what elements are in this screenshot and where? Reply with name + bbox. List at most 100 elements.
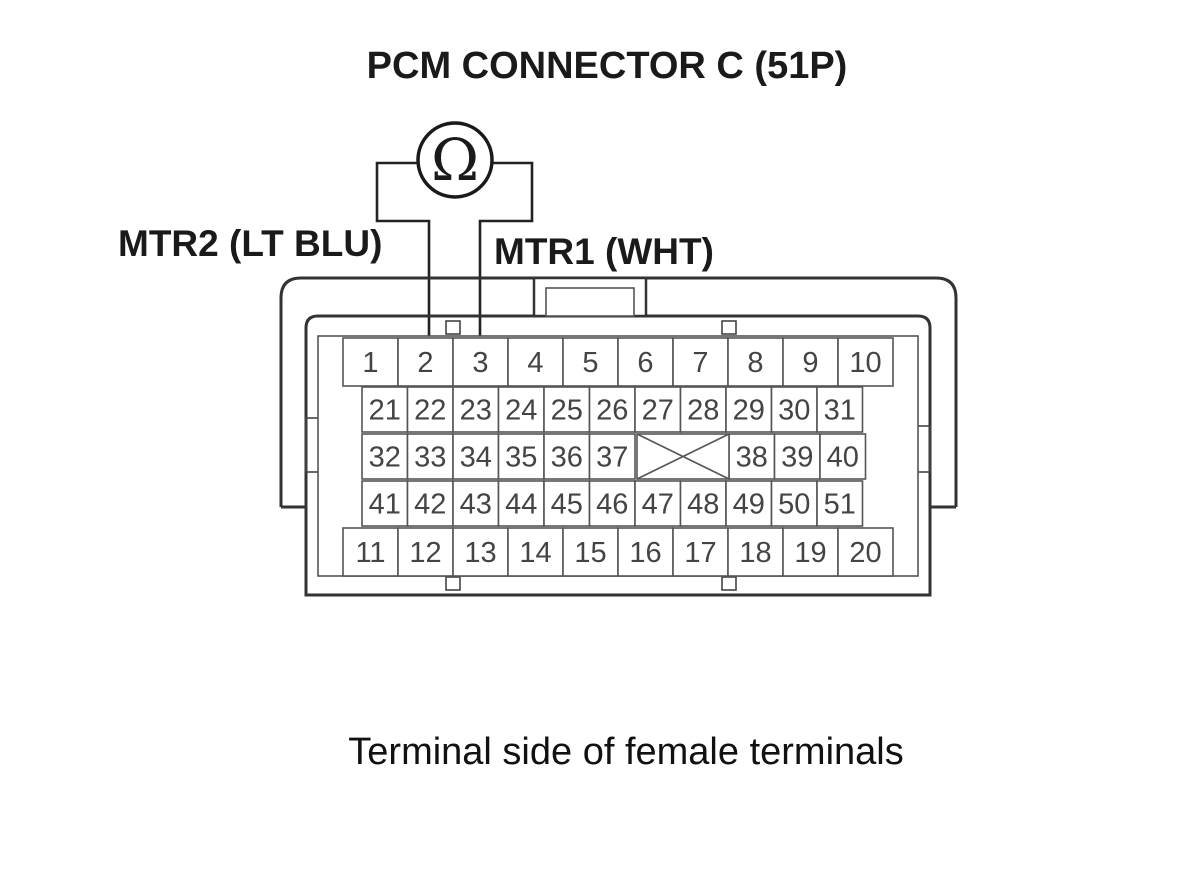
terminal-23: 23	[452, 386, 500, 433]
terminal-number: 6	[637, 347, 653, 379]
terminal-cavity	[679, 480, 727, 527]
terminal-25: 25	[543, 386, 591, 433]
terminal-number: 38	[736, 442, 768, 474]
terminal-51: 51	[816, 480, 864, 527]
key-tab-bottom-right	[721, 576, 737, 591]
terminal-13: 13	[452, 527, 509, 577]
probe-label-mtr2: MTR2 (LT BLU)	[118, 223, 382, 264]
terminal-number: 17	[684, 537, 716, 569]
terminal-number: 37	[596, 442, 628, 474]
terminal-number: 8	[747, 347, 763, 379]
terminal-number: 42	[414, 489, 446, 521]
terminal-cavity	[725, 386, 773, 433]
terminal-4: 4	[507, 337, 564, 387]
terminal-38: 38	[728, 433, 776, 480]
terminal-cavity	[728, 433, 776, 480]
terminal-26: 26	[588, 386, 636, 433]
terminal-number: 35	[505, 442, 537, 474]
terminal-43: 43	[452, 480, 500, 527]
terminal-number: 49	[733, 489, 765, 521]
key-tab-bottom-left	[445, 576, 461, 591]
terminal-cavity	[634, 386, 682, 433]
terminal-cavity	[406, 433, 454, 480]
terminal-number: 44	[505, 489, 537, 521]
terminal-number: 26	[596, 395, 628, 427]
terminal-number: 16	[629, 537, 661, 569]
terminal-6: 6	[617, 337, 674, 387]
terminal-number: 48	[687, 489, 719, 521]
terminal-14: 14	[507, 527, 564, 577]
terminal-number: 1	[362, 347, 378, 379]
terminal-28: 28	[679, 386, 727, 433]
terminal-number: 27	[642, 395, 674, 427]
terminal-cavity	[543, 433, 591, 480]
terminal-cavity	[819, 433, 867, 480]
housing-inner	[304, 314, 932, 597]
terminal-number: 3	[472, 347, 488, 379]
terminal-number: 20	[849, 537, 881, 569]
terminal-number: 18	[739, 537, 771, 569]
terminal-cavity	[770, 480, 818, 527]
terminal-24: 24	[497, 386, 545, 433]
terminal-number: 4	[527, 347, 543, 379]
terminal-42: 42	[406, 480, 454, 527]
terminal-cavity	[497, 386, 545, 433]
terminal-15: 15	[562, 527, 619, 577]
terminal-11: 11	[342, 527, 399, 577]
terminal-number: 30	[778, 395, 810, 427]
terminal-29: 29	[725, 386, 773, 433]
terminal-cavity	[672, 337, 729, 387]
terminal-cavity	[507, 337, 564, 387]
terminal-number: 46	[596, 489, 628, 521]
terminal-cavity	[588, 433, 636, 480]
terminal-cavity	[770, 386, 818, 433]
terminal-40: 40	[819, 433, 867, 480]
key-tab-top-left	[445, 320, 461, 335]
terminal-cavity	[361, 386, 409, 433]
terminal-22: 22	[406, 386, 454, 433]
terminal-5: 5	[562, 337, 619, 387]
terminal-number: 41	[369, 489, 401, 521]
terminal-3: 3	[452, 337, 509, 387]
terminal-number: 32	[369, 442, 401, 474]
terminal-45: 45	[543, 480, 591, 527]
terminal-46: 46	[588, 480, 636, 527]
terminal-number: 22	[414, 395, 446, 427]
terminal-2: 2	[397, 337, 454, 387]
terminal-10: 10	[837, 337, 894, 387]
terminal-16: 16	[617, 527, 674, 577]
terminal-34: 34	[452, 433, 500, 480]
terminal-number: 51	[824, 489, 856, 521]
terminal-17: 17	[672, 527, 729, 577]
terminal-number: 34	[460, 442, 492, 474]
terminal-1: 1	[342, 337, 399, 387]
terminal-30: 30	[770, 386, 818, 433]
terminal-cavity	[342, 527, 399, 577]
terminal-49: 49	[725, 480, 773, 527]
terminal-number: 15	[574, 537, 606, 569]
blank-cavity	[636, 433, 730, 480]
terminal-number: 39	[781, 442, 813, 474]
terminal-cavity	[397, 337, 454, 387]
terminal-cavity	[562, 337, 619, 387]
terminal-39: 39	[773, 433, 821, 480]
terminal-number: 40	[827, 442, 859, 474]
terminal-cavity	[397, 527, 454, 577]
terminal-cavity	[406, 386, 454, 433]
terminal-41: 41	[361, 480, 409, 527]
terminal-47: 47	[634, 480, 682, 527]
terminal-number: 14	[519, 537, 551, 569]
terminal-20: 20	[837, 527, 894, 577]
terminal-27: 27	[634, 386, 682, 433]
diagram-caption: Terminal side of female terminals	[348, 731, 903, 773]
terminal-cavity	[727, 527, 784, 577]
ohmmeter: Ω	[416, 121, 494, 199]
terminal-cavity	[672, 527, 729, 577]
terminal-50: 50	[770, 480, 818, 527]
terminal-number: 25	[551, 395, 583, 427]
terminal-cavity	[816, 386, 864, 433]
terminal-number: 31	[824, 395, 856, 427]
diagram-title: PCM CONNECTOR C (51P)	[367, 45, 848, 87]
